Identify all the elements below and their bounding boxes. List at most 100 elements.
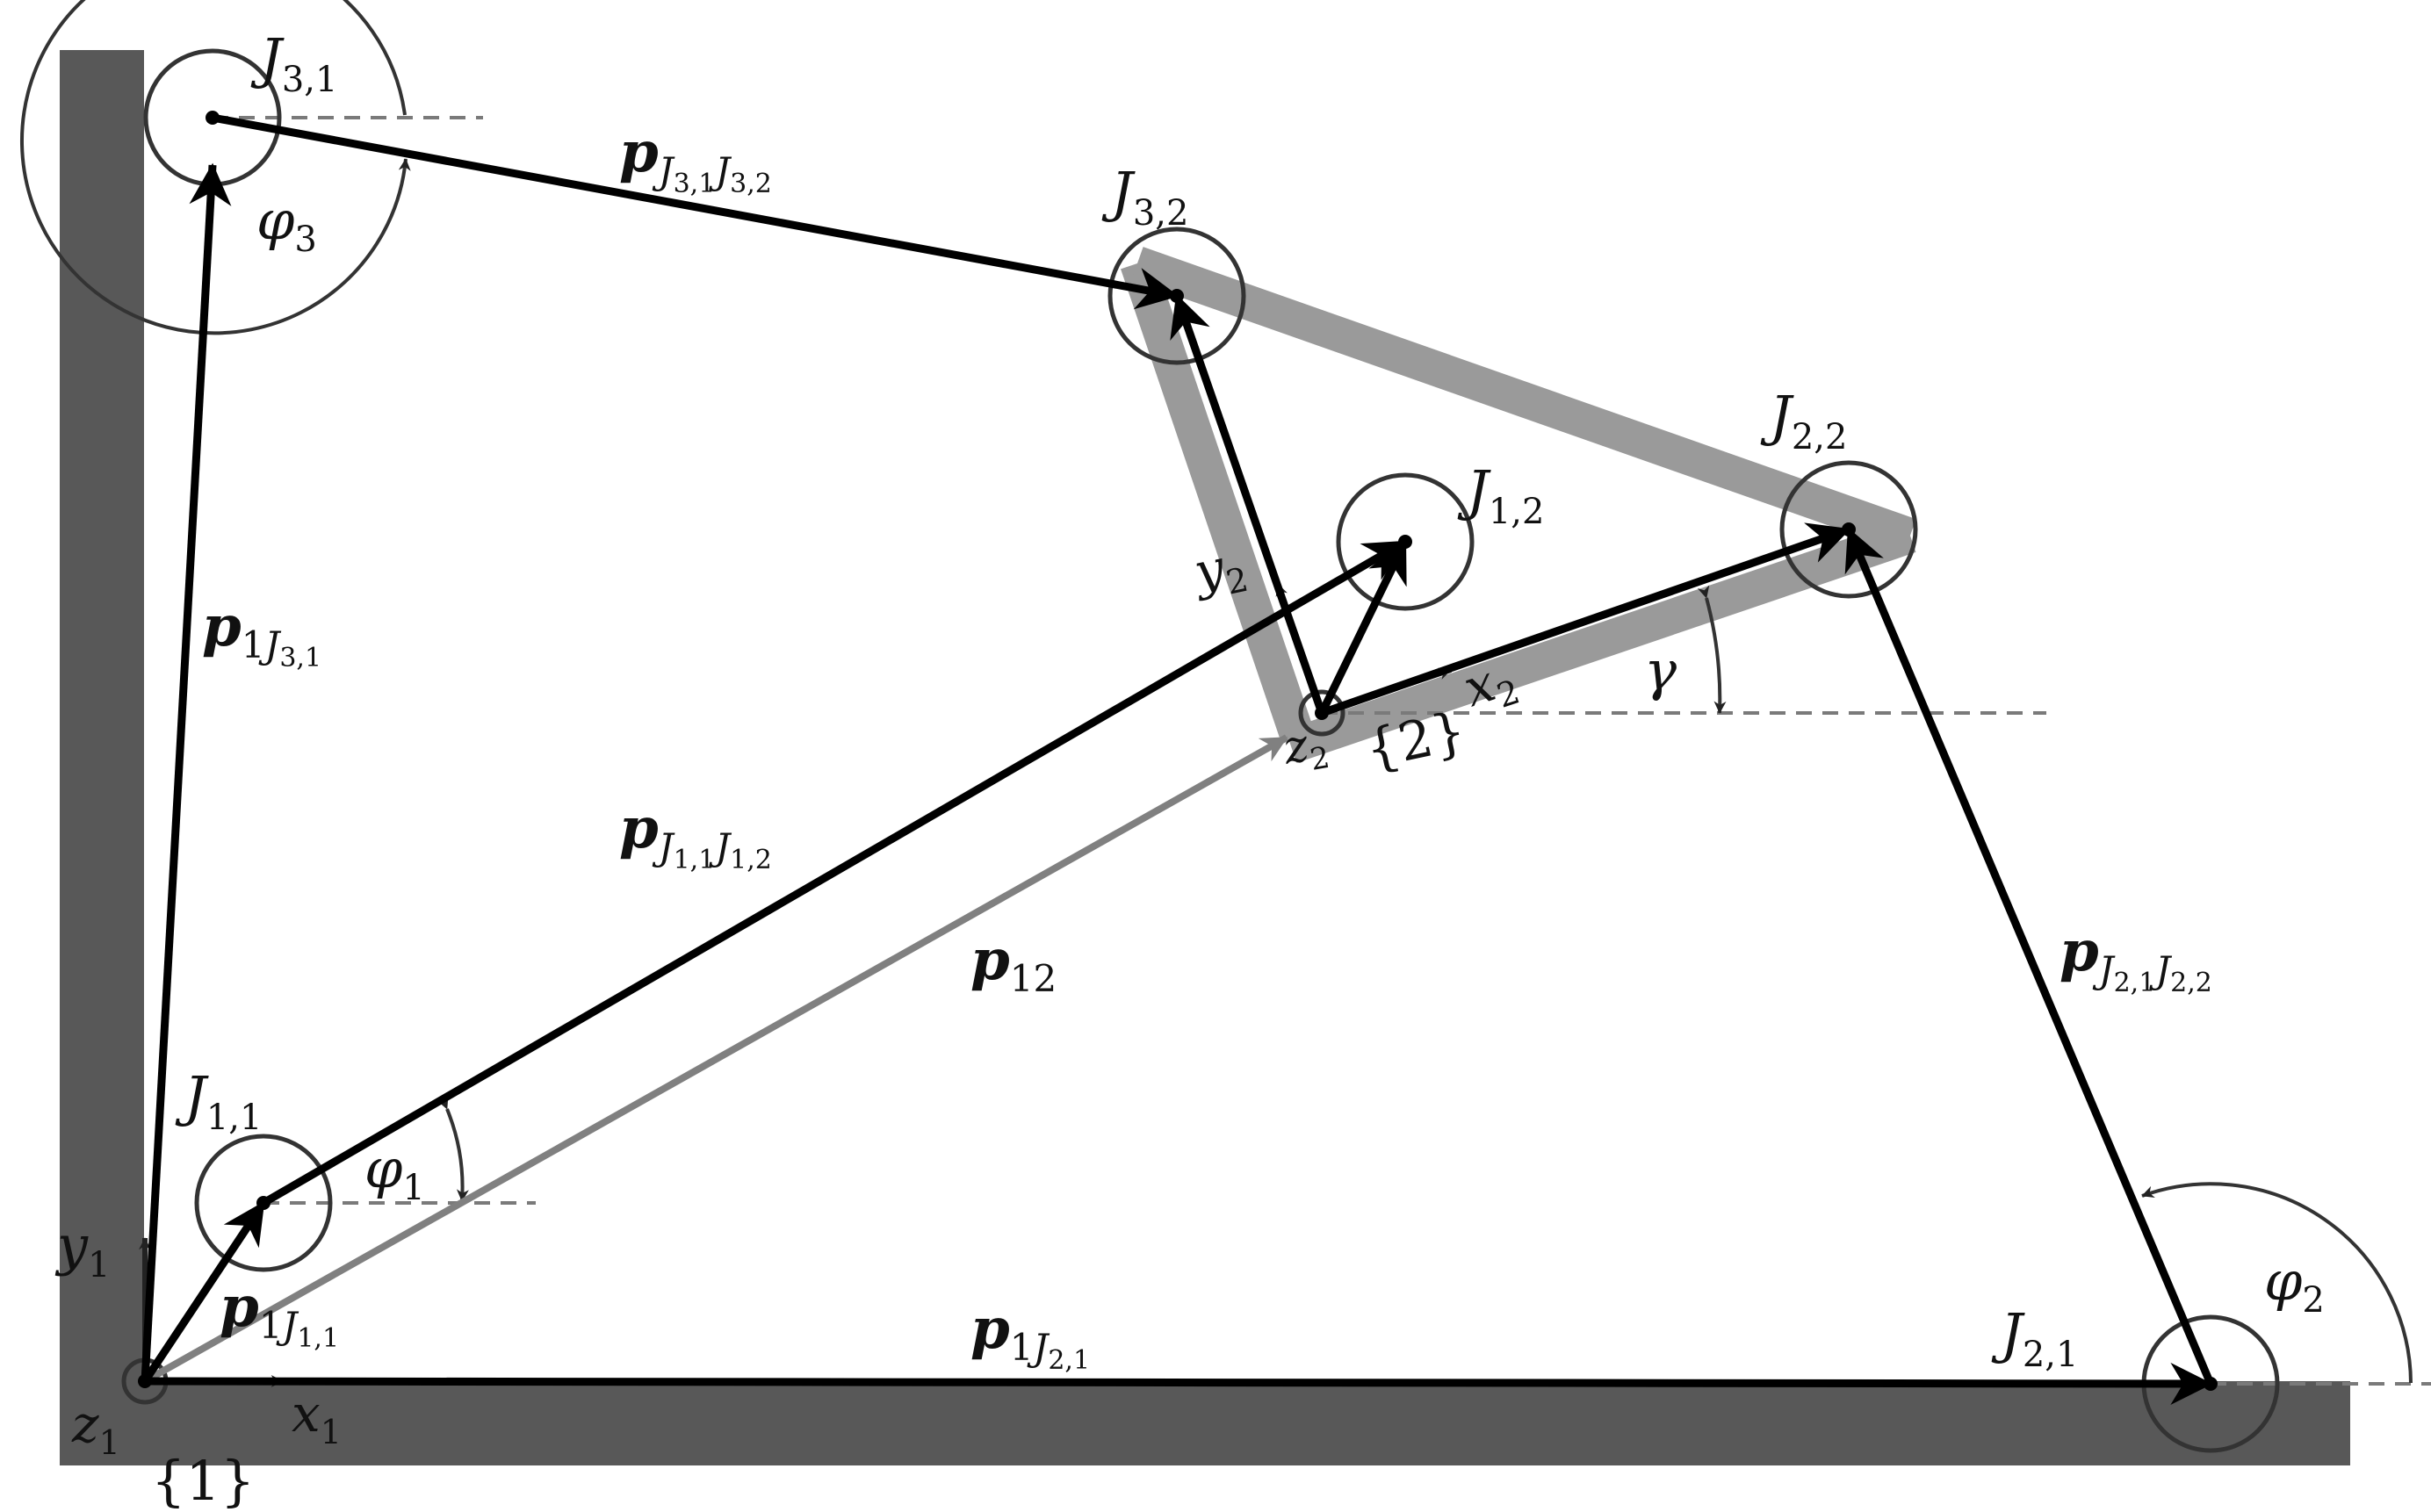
label-x1-sub: 1 xyxy=(321,1413,342,1451)
label-j12-symbol: J xyxy=(1457,458,1491,522)
vector-pj11j12 xyxy=(261,538,1408,1206)
arc-gamma xyxy=(1697,585,1727,714)
label-p1j11-sub3: 1,1 xyxy=(297,1323,339,1354)
label-z1: z1 xyxy=(71,1394,120,1462)
label-p1j11: p1J1,1 xyxy=(220,1274,339,1354)
label-x1: x1 xyxy=(292,1384,342,1451)
platform-bar-bottom xyxy=(1285,519,1916,763)
label-j11: J1,1 xyxy=(175,1064,262,1138)
vector-platform-to-j12 xyxy=(1317,539,1410,715)
ground-base-horizontal xyxy=(60,1381,2350,1465)
label-pj11j12-symbol: p xyxy=(619,796,659,861)
label-pj31j32-symbol: p xyxy=(619,119,659,185)
moving-platform xyxy=(1121,247,1916,763)
label-pj31j32: pJ3,1J3,2 xyxy=(619,119,772,199)
label-phi2-symbol: φ xyxy=(2264,1249,2303,1313)
ground-base xyxy=(60,50,2350,1465)
joint-dot-j31 xyxy=(206,111,220,125)
label-phi1: φ1 xyxy=(364,1136,425,1208)
vector-platform-to-j22 xyxy=(1320,522,1851,717)
joint-dots xyxy=(138,111,2218,1391)
label-p1j31: p1J3,1 xyxy=(202,594,321,673)
label-frame1: {1} xyxy=(151,1449,255,1512)
label-j31-sub: 3,1 xyxy=(282,60,338,100)
label-pj11j12-b-sub: 1,2 xyxy=(730,845,772,875)
vector-p1j11 xyxy=(141,1200,267,1384)
joint-dot-j12 xyxy=(1398,535,1412,549)
label-j12: J1,2 xyxy=(1457,458,1544,532)
label-p1j21-sub3: 2,1 xyxy=(1048,1345,1090,1376)
label-pj21j22-a-sub: 2,1 xyxy=(2114,968,2156,998)
label-j11-symbol: J xyxy=(175,1064,209,1128)
label-j12-sub: 1,2 xyxy=(1489,492,1545,532)
vector-platform-to-j32 xyxy=(1170,293,1326,715)
origin-circle-frame2 xyxy=(1298,689,1345,737)
joint-dot-j21 xyxy=(2204,1377,2218,1391)
label-pj21j22-b-sub: 2,2 xyxy=(2170,968,2212,998)
joint-circle-j12 xyxy=(1336,472,1475,611)
joint-circle-j11 xyxy=(194,1134,333,1272)
label-phi1-sub: 1 xyxy=(402,1168,424,1208)
arc-phi1 xyxy=(436,1096,469,1202)
label-pj21j22: pJ2,1J2,2 xyxy=(2059,918,2212,998)
vector-labels: pJ3,1J3,2 p1J3,1 pJ1,1J1,2 p12 pJ2,1J2,2… xyxy=(202,119,2212,1376)
joint-dot-j22 xyxy=(1842,522,1856,536)
label-y1-symbol: y xyxy=(54,1213,89,1278)
label-pj31j32-a-sub: 3,1 xyxy=(674,169,716,199)
vector-pj21j22 xyxy=(1844,527,2215,1386)
angle-arcs xyxy=(20,0,2413,1384)
ground-base-vertical xyxy=(60,50,144,1465)
label-pj31j32-b-sub: 3,2 xyxy=(730,169,772,199)
label-p12-symbol: p xyxy=(970,927,1010,993)
label-j32: J3,2 xyxy=(1101,160,1188,234)
label-j31-symbol: J xyxy=(250,26,285,90)
label-pj21j22-symbol: p xyxy=(2059,918,2099,984)
reference-lines xyxy=(213,116,2431,1386)
label-p1j31-sub1: 1 xyxy=(242,623,265,666)
arc-phi3 xyxy=(20,0,411,335)
label-p1j21: p1J2,1 xyxy=(970,1296,1090,1376)
label-gamma: γ xyxy=(1644,638,1677,702)
vectors xyxy=(141,113,2215,1405)
vector-p12 xyxy=(143,734,1288,1385)
label-j11-sub: 1,1 xyxy=(206,1098,263,1138)
label-phi2: φ2 xyxy=(2264,1249,2325,1321)
label-phi3-symbol: φ xyxy=(256,188,295,252)
label-p1j11-symbol: p xyxy=(220,1274,259,1340)
label-j21-sub: 2,1 xyxy=(2023,1335,2079,1375)
origin-dot-frame1 xyxy=(138,1374,152,1388)
joint-circles xyxy=(121,48,2280,1453)
label-j22: J2,2 xyxy=(1760,384,1847,457)
label-phi1-symbol: φ xyxy=(364,1136,403,1200)
label-j21-symbol: J xyxy=(1991,1301,2025,1365)
joint-dot-j11 xyxy=(256,1196,271,1210)
origin-dot-frame2 xyxy=(1315,706,1329,720)
vector-pj31j32 xyxy=(212,113,1179,310)
joint-circle-j32 xyxy=(1107,227,1246,365)
label-phi3: φ3 xyxy=(256,188,317,260)
label-y1: y1 xyxy=(54,1213,110,1285)
label-j22-symbol: J xyxy=(1760,384,1794,448)
label-pj11j12: pJ1,1J1,2 xyxy=(619,796,772,875)
vector-p1j21 xyxy=(144,1362,2213,1405)
label-j21: J2,1 xyxy=(1991,1301,2078,1375)
label-phi3-sub: 3 xyxy=(294,220,316,260)
label-y1-sub: 1 xyxy=(88,1245,110,1285)
frame-labels: y1 z1 x1 {1} y2 x2 z2 {2} xyxy=(54,537,1525,1512)
label-p1j31-sub3: 3,1 xyxy=(279,643,321,673)
arc-phi2 xyxy=(2141,1182,2413,1384)
joint-dot-j32 xyxy=(1170,289,1184,303)
platform-bar-left xyxy=(1121,257,1315,744)
label-j32-sub: 3,2 xyxy=(1133,193,1189,234)
label-p12: p12 xyxy=(970,927,1057,1000)
label-p1j31-symbol: p xyxy=(202,594,242,659)
label-j32-symbol: J xyxy=(1101,160,1136,224)
angle-labels: φ3 φ1 φ2 γ xyxy=(256,188,2325,1321)
label-p1j21-symbol: p xyxy=(970,1296,1010,1362)
label-j22-sub: 2,2 xyxy=(1792,417,1848,457)
label-p12-sub: 12 xyxy=(1010,957,1057,1000)
joint-circle-j22 xyxy=(1779,460,1918,599)
platform-bar-top xyxy=(1131,247,1916,552)
label-p1j21-sub1: 1 xyxy=(1010,1326,1034,1369)
